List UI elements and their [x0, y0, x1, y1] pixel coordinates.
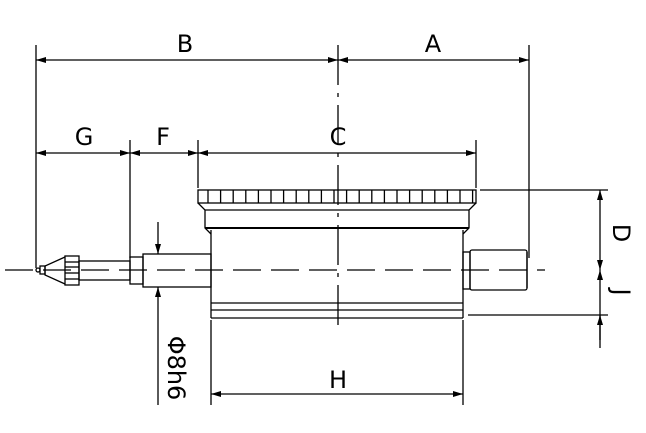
label-C: C	[330, 123, 347, 151]
body	[210, 230, 464, 319]
label-stem-diameter: Φ8h6	[162, 336, 190, 401]
dimension-labels: B A G F C H D J Φ8h6	[75, 30, 635, 400]
bezel	[197, 189, 477, 235]
label-G: G	[75, 123, 94, 151]
label-F: F	[156, 123, 170, 151]
label-H: H	[329, 366, 347, 394]
stem	[35, 253, 212, 288]
label-J: J	[607, 286, 635, 295]
back-cap	[462, 249, 528, 291]
label-A: A	[425, 30, 442, 58]
label-B: B	[177, 30, 193, 58]
label-D: D	[607, 224, 635, 242]
